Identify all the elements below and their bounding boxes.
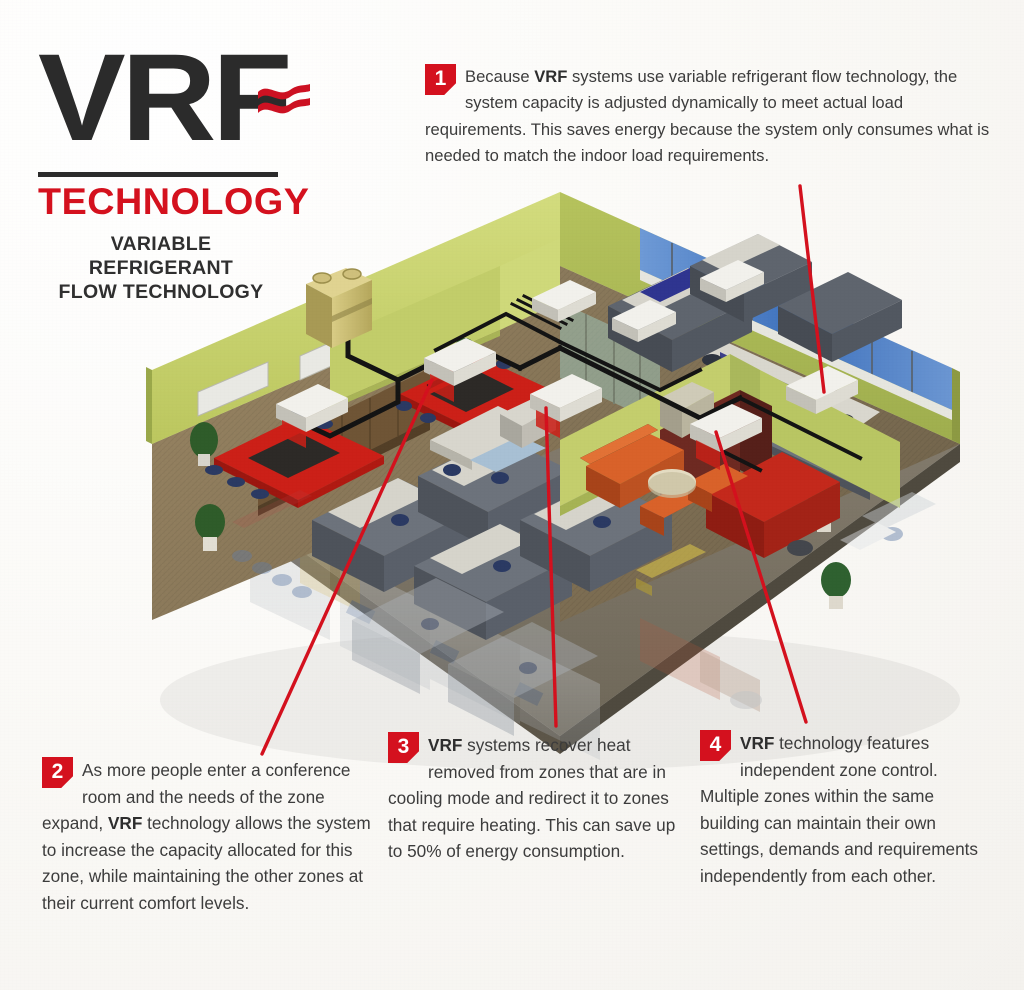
logo-subtitle-line1: VARIABLE REFRIGERANT xyxy=(88,233,234,279)
potted-plant xyxy=(195,504,225,551)
leader-line-3 xyxy=(544,406,558,728)
wall-right-edge xyxy=(952,368,960,444)
callout-4: 4 VRF technology features independent zo… xyxy=(700,730,980,889)
refrigerant-piping xyxy=(292,293,863,473)
executive-office xyxy=(560,354,900,558)
storage-cabinet xyxy=(660,382,714,438)
conference-table-center xyxy=(396,347,556,440)
bench xyxy=(636,544,706,596)
floor-right-wing xyxy=(560,266,960,622)
floor-left-wing xyxy=(152,266,560,620)
glass-partition xyxy=(560,302,660,424)
potted-plant xyxy=(808,480,840,532)
vrf-logo: VRF TECHNOLOGY VARIABLE REFRIGERANT FLOW… xyxy=(38,36,310,304)
potted-plant xyxy=(821,562,851,609)
logo-technology-label: TECHNOLOGY xyxy=(38,181,310,222)
logo-subtitle-line2: FLOW TECHNOLOGY xyxy=(58,281,264,303)
indoor-units xyxy=(276,260,858,470)
lower-floor-workstation xyxy=(840,492,936,550)
lower-floor-ghost xyxy=(250,520,762,760)
callout-3: 3 VRF systems recover heat removed from … xyxy=(388,732,678,865)
potted-plant xyxy=(190,422,218,466)
cubicle-field xyxy=(312,406,672,736)
callout-text-2: As more people enter a conference room a… xyxy=(42,760,371,913)
logo-wordmark: VRF xyxy=(38,29,292,167)
leader-lines xyxy=(260,184,826,756)
exterior-wall-back-right xyxy=(560,192,960,444)
leader-line-1 xyxy=(798,184,826,394)
logo-subtitle: VARIABLE REFRIGERANT FLOW TECHNOLOGY xyxy=(38,232,284,304)
leader-line-2 xyxy=(260,378,434,756)
logo-wordmark-row: VRF xyxy=(38,36,310,166)
outdoor-condensing-unit xyxy=(306,268,372,348)
flow-waves-icon xyxy=(258,84,310,114)
leader-line-4 xyxy=(714,430,808,724)
floor-slab xyxy=(152,266,960,754)
callout-text-4: VRF technology features independent zone… xyxy=(700,733,979,886)
potted-plant xyxy=(453,338,477,374)
office-printer xyxy=(500,398,556,448)
lower-floor-seating xyxy=(232,490,312,598)
callout-text-3: VRF systems recover heat removed from zo… xyxy=(388,735,676,861)
conference-table-left xyxy=(205,407,384,508)
callout-text-1: Because VRF systems use variable refrige… xyxy=(425,67,990,166)
interior-partitions-left xyxy=(258,238,560,516)
logo-divider-rule xyxy=(38,172,278,177)
open-office-benching xyxy=(608,234,902,500)
callout-2: 2 As more people enter a conference room… xyxy=(42,757,382,916)
callout-1: 1 Because VRF systems use variable refri… xyxy=(425,64,990,170)
